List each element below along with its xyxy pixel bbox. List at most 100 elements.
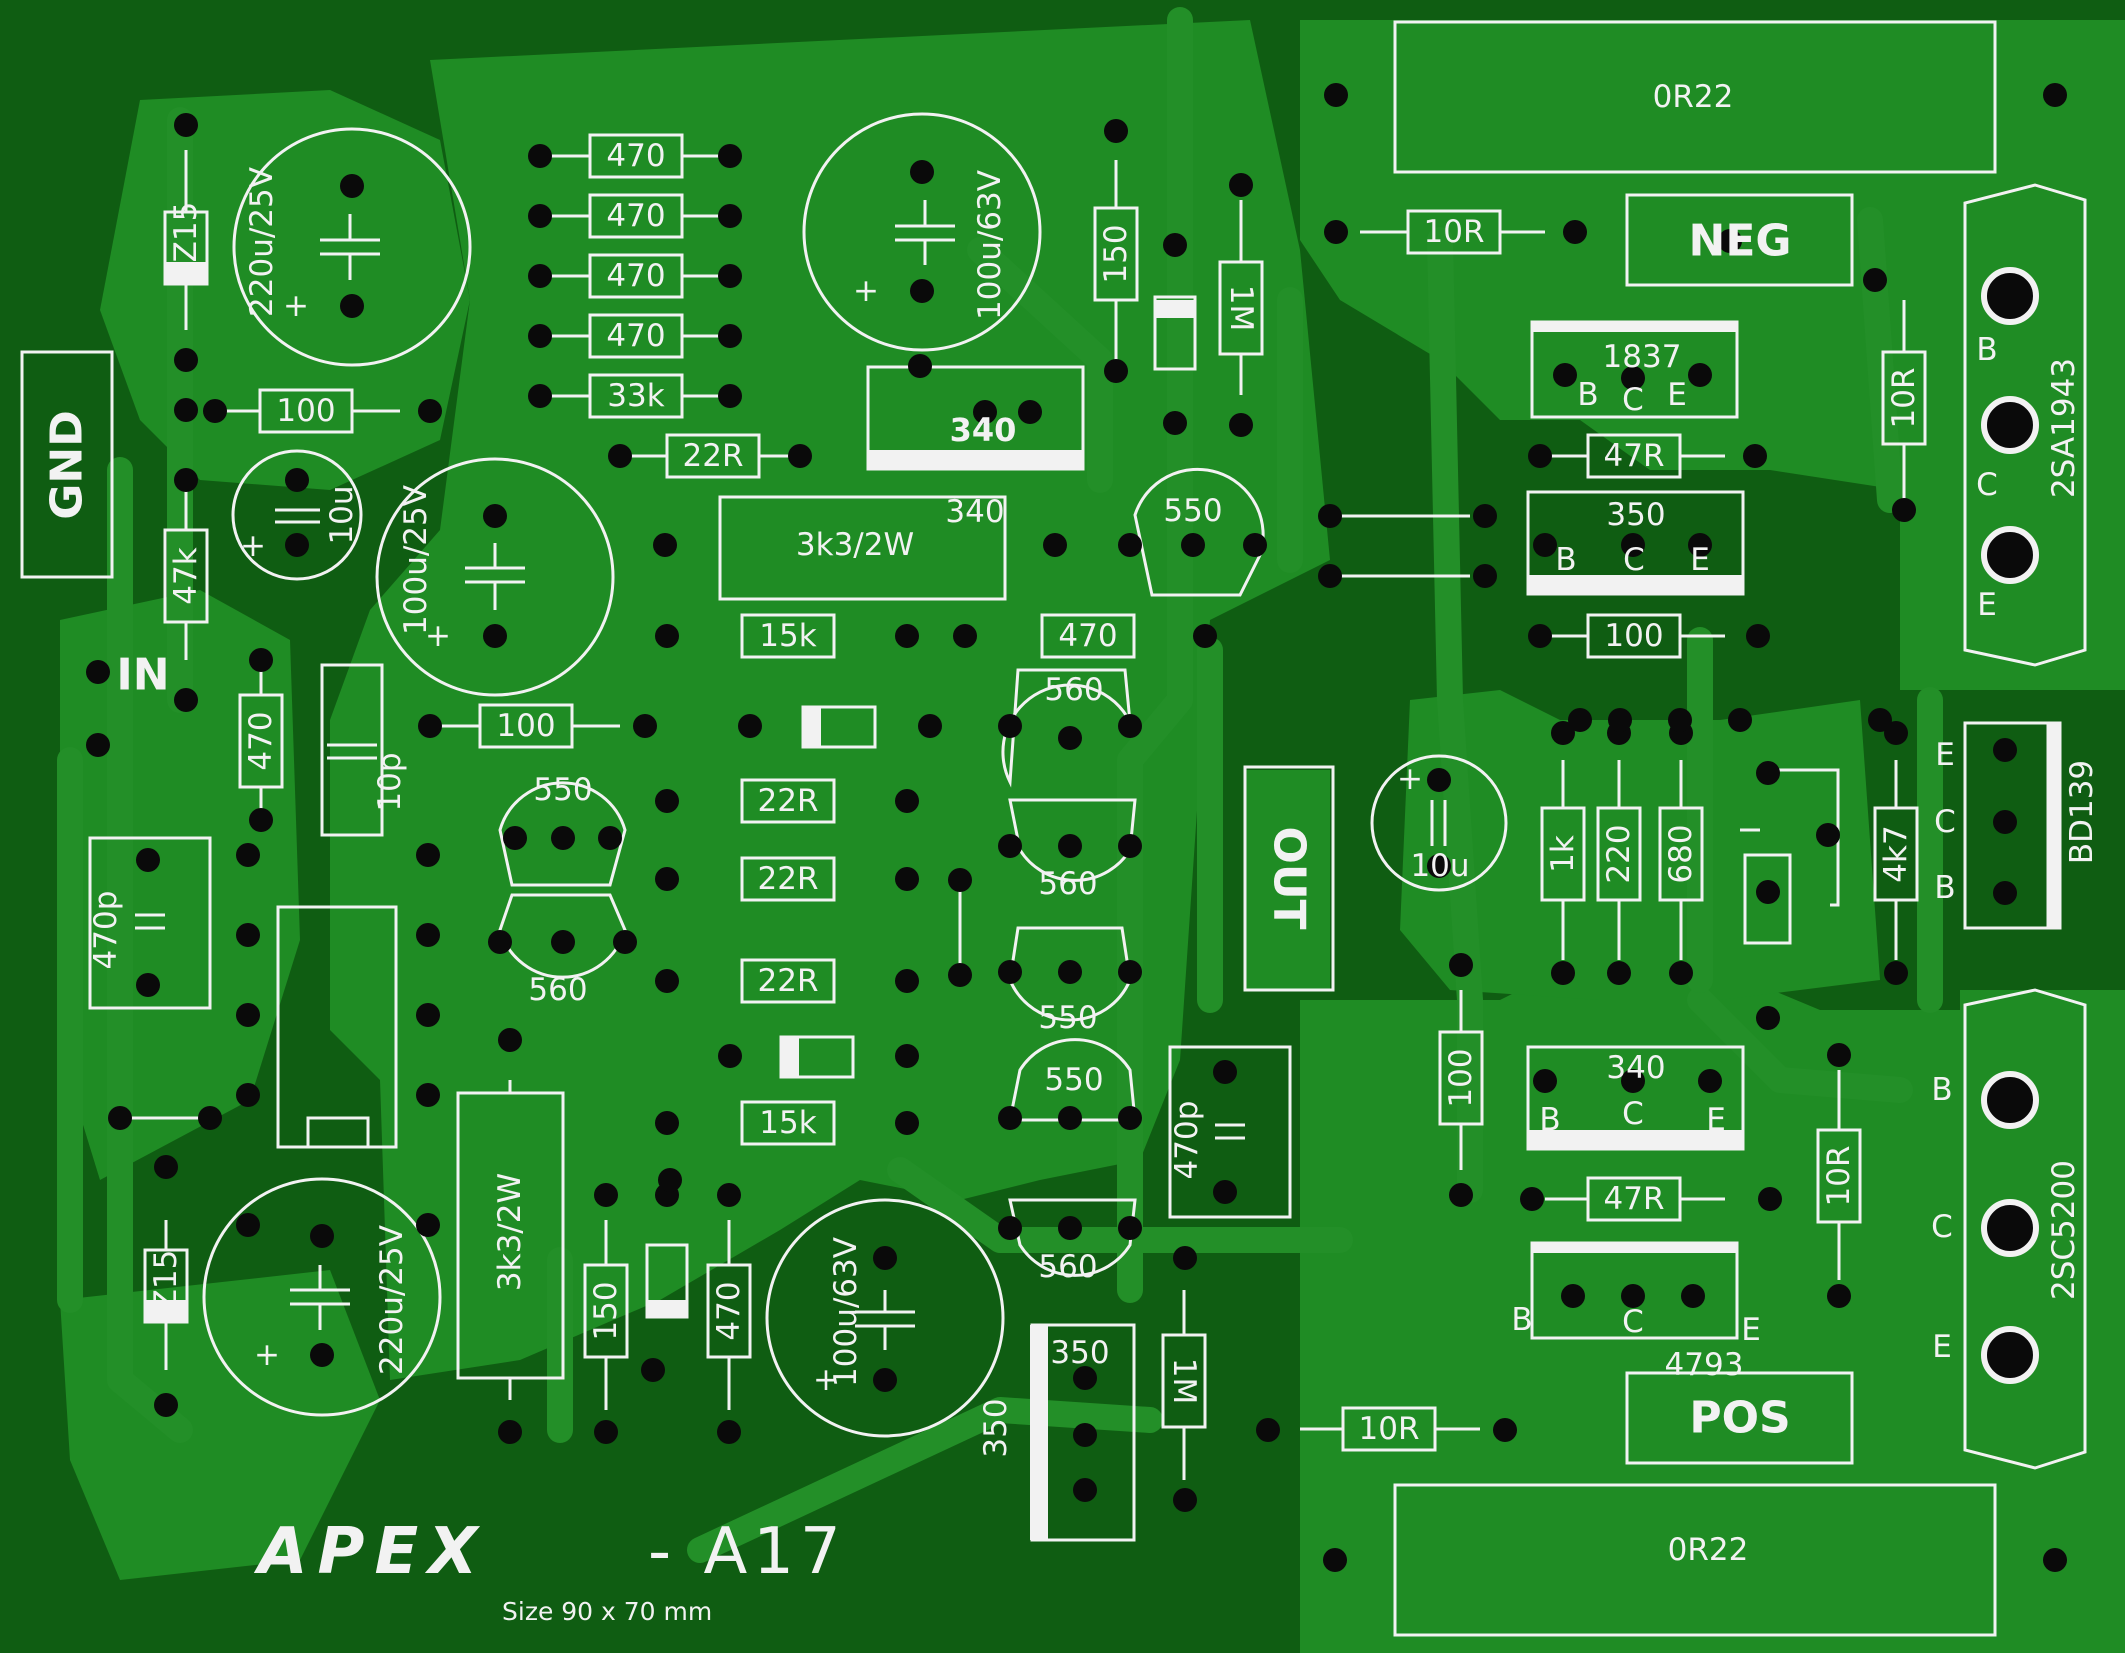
transistor-560-a-outline [1001, 668, 1132, 788]
pad [174, 468, 198, 492]
pad [998, 714, 1022, 738]
pad [1073, 1478, 1097, 1502]
pad [910, 279, 934, 303]
pad [1551, 961, 1575, 985]
label-r3k3-vertical: 3k3/2W [492, 1173, 528, 1291]
pad [236, 1213, 260, 1237]
label-c220u-bottom: 220u/25V [374, 1225, 410, 1375]
capacitor-10u-left [231, 449, 363, 581]
pad [236, 1003, 260, 1027]
pad [1993, 881, 2017, 905]
label-r1k: 1k [1545, 835, 1581, 873]
pad [608, 444, 632, 468]
pad [1528, 624, 1552, 648]
label-t350-side: 350 [978, 1398, 1014, 1457]
label-t560-a: 560 [1044, 672, 1103, 708]
pad [551, 930, 575, 954]
capacitor-100u25v [375, 457, 615, 697]
pad [1173, 1488, 1197, 1512]
pad [998, 1216, 1022, 1240]
pad [1163, 411, 1187, 435]
label-r1m-bottom: 1M [1166, 1358, 1202, 1404]
pad [1528, 444, 1552, 468]
transistor-2sc5200-outline [1963, 988, 2087, 1470]
pad [1104, 119, 1128, 143]
label-r100-b: 100 [496, 708, 555, 744]
pad [528, 324, 552, 348]
pad [873, 1368, 897, 1392]
pad [416, 923, 440, 947]
pad [154, 1155, 178, 1179]
silkscreen-layer [20, 20, 2087, 1637]
label-r220: 220 [1601, 824, 1637, 883]
pad [598, 826, 622, 850]
pad [310, 1343, 334, 1367]
pad [1058, 1216, 1082, 1240]
label-r15k-b: 15k [759, 1105, 816, 1141]
pad [1318, 564, 1342, 588]
pad [1827, 1043, 1851, 1067]
pad [203, 399, 227, 423]
pad [1324, 83, 1348, 107]
pin-2sa-e: E [1977, 587, 1997, 623]
pin-2sa-b: B [1976, 332, 1997, 368]
pin-1837-e: E [1667, 377, 1687, 413]
pin-bd139-c: C [1934, 804, 1956, 840]
pad [340, 174, 364, 198]
pin-2sc-b: B [1931, 1072, 1952, 1108]
pad [973, 400, 997, 424]
label-r150-bottom: 150 [588, 1281, 624, 1340]
pin-340-c: C [1622, 1096, 1644, 1132]
pad [1608, 708, 1632, 732]
pad [174, 688, 198, 712]
pad [1493, 1418, 1517, 1442]
pad [718, 1044, 742, 1068]
connector-labels: GND IN OUT NEG POS [42, 216, 1792, 1444]
pad [1746, 624, 1770, 648]
pin-2sa-c: C [1976, 467, 1998, 503]
pad [236, 1083, 260, 1107]
pad [1621, 1284, 1645, 1308]
pad [483, 504, 507, 528]
copper-layer [60, 20, 2125, 1653]
pad [738, 714, 762, 738]
pad [633, 714, 657, 738]
pos-label: POS [1689, 1393, 1790, 1444]
plus-sign-3: + [853, 273, 879, 309]
pad [136, 973, 160, 997]
pad [1756, 1006, 1780, 1030]
pad [236, 843, 260, 867]
pad [908, 354, 932, 378]
label-t550-top: 550 [1163, 493, 1222, 529]
resistor-0r22-bottom-outline [1393, 1483, 1997, 1637]
pad [1868, 708, 1892, 732]
pad [1181, 533, 1205, 557]
pad [1473, 564, 1497, 588]
pin-350-c: C [1623, 542, 1645, 578]
label-r470-2: 470 [606, 198, 665, 234]
pad [594, 1183, 618, 1207]
pad [528, 264, 552, 288]
pad [655, 789, 679, 813]
pad [1758, 1187, 1782, 1211]
transistor-2sa1943-outline [1963, 183, 2087, 667]
pad [718, 324, 742, 348]
pad [1118, 714, 1142, 738]
label-c10u-left: 10u [324, 485, 360, 544]
pad [1993, 810, 2017, 834]
pad [1018, 400, 1042, 424]
label-t340-right: 340 [1606, 1050, 1665, 1086]
pad [1118, 533, 1142, 557]
pad [1688, 363, 1712, 387]
pad [136, 848, 160, 872]
label-t550-d: 550 [533, 772, 592, 808]
plus-sign-4: + [813, 1362, 839, 1398]
pad [718, 384, 742, 408]
pad-layer [86, 83, 2067, 1572]
pin-bd139-b: B [1934, 870, 1955, 906]
pin-4793-e: E [1741, 1312, 1761, 1348]
pad [1058, 726, 1082, 750]
pad [1698, 1069, 1722, 1093]
capacitor-220u-bottom [202, 1177, 442, 1417]
label-r10r-top: 10R [1424, 214, 1485, 250]
